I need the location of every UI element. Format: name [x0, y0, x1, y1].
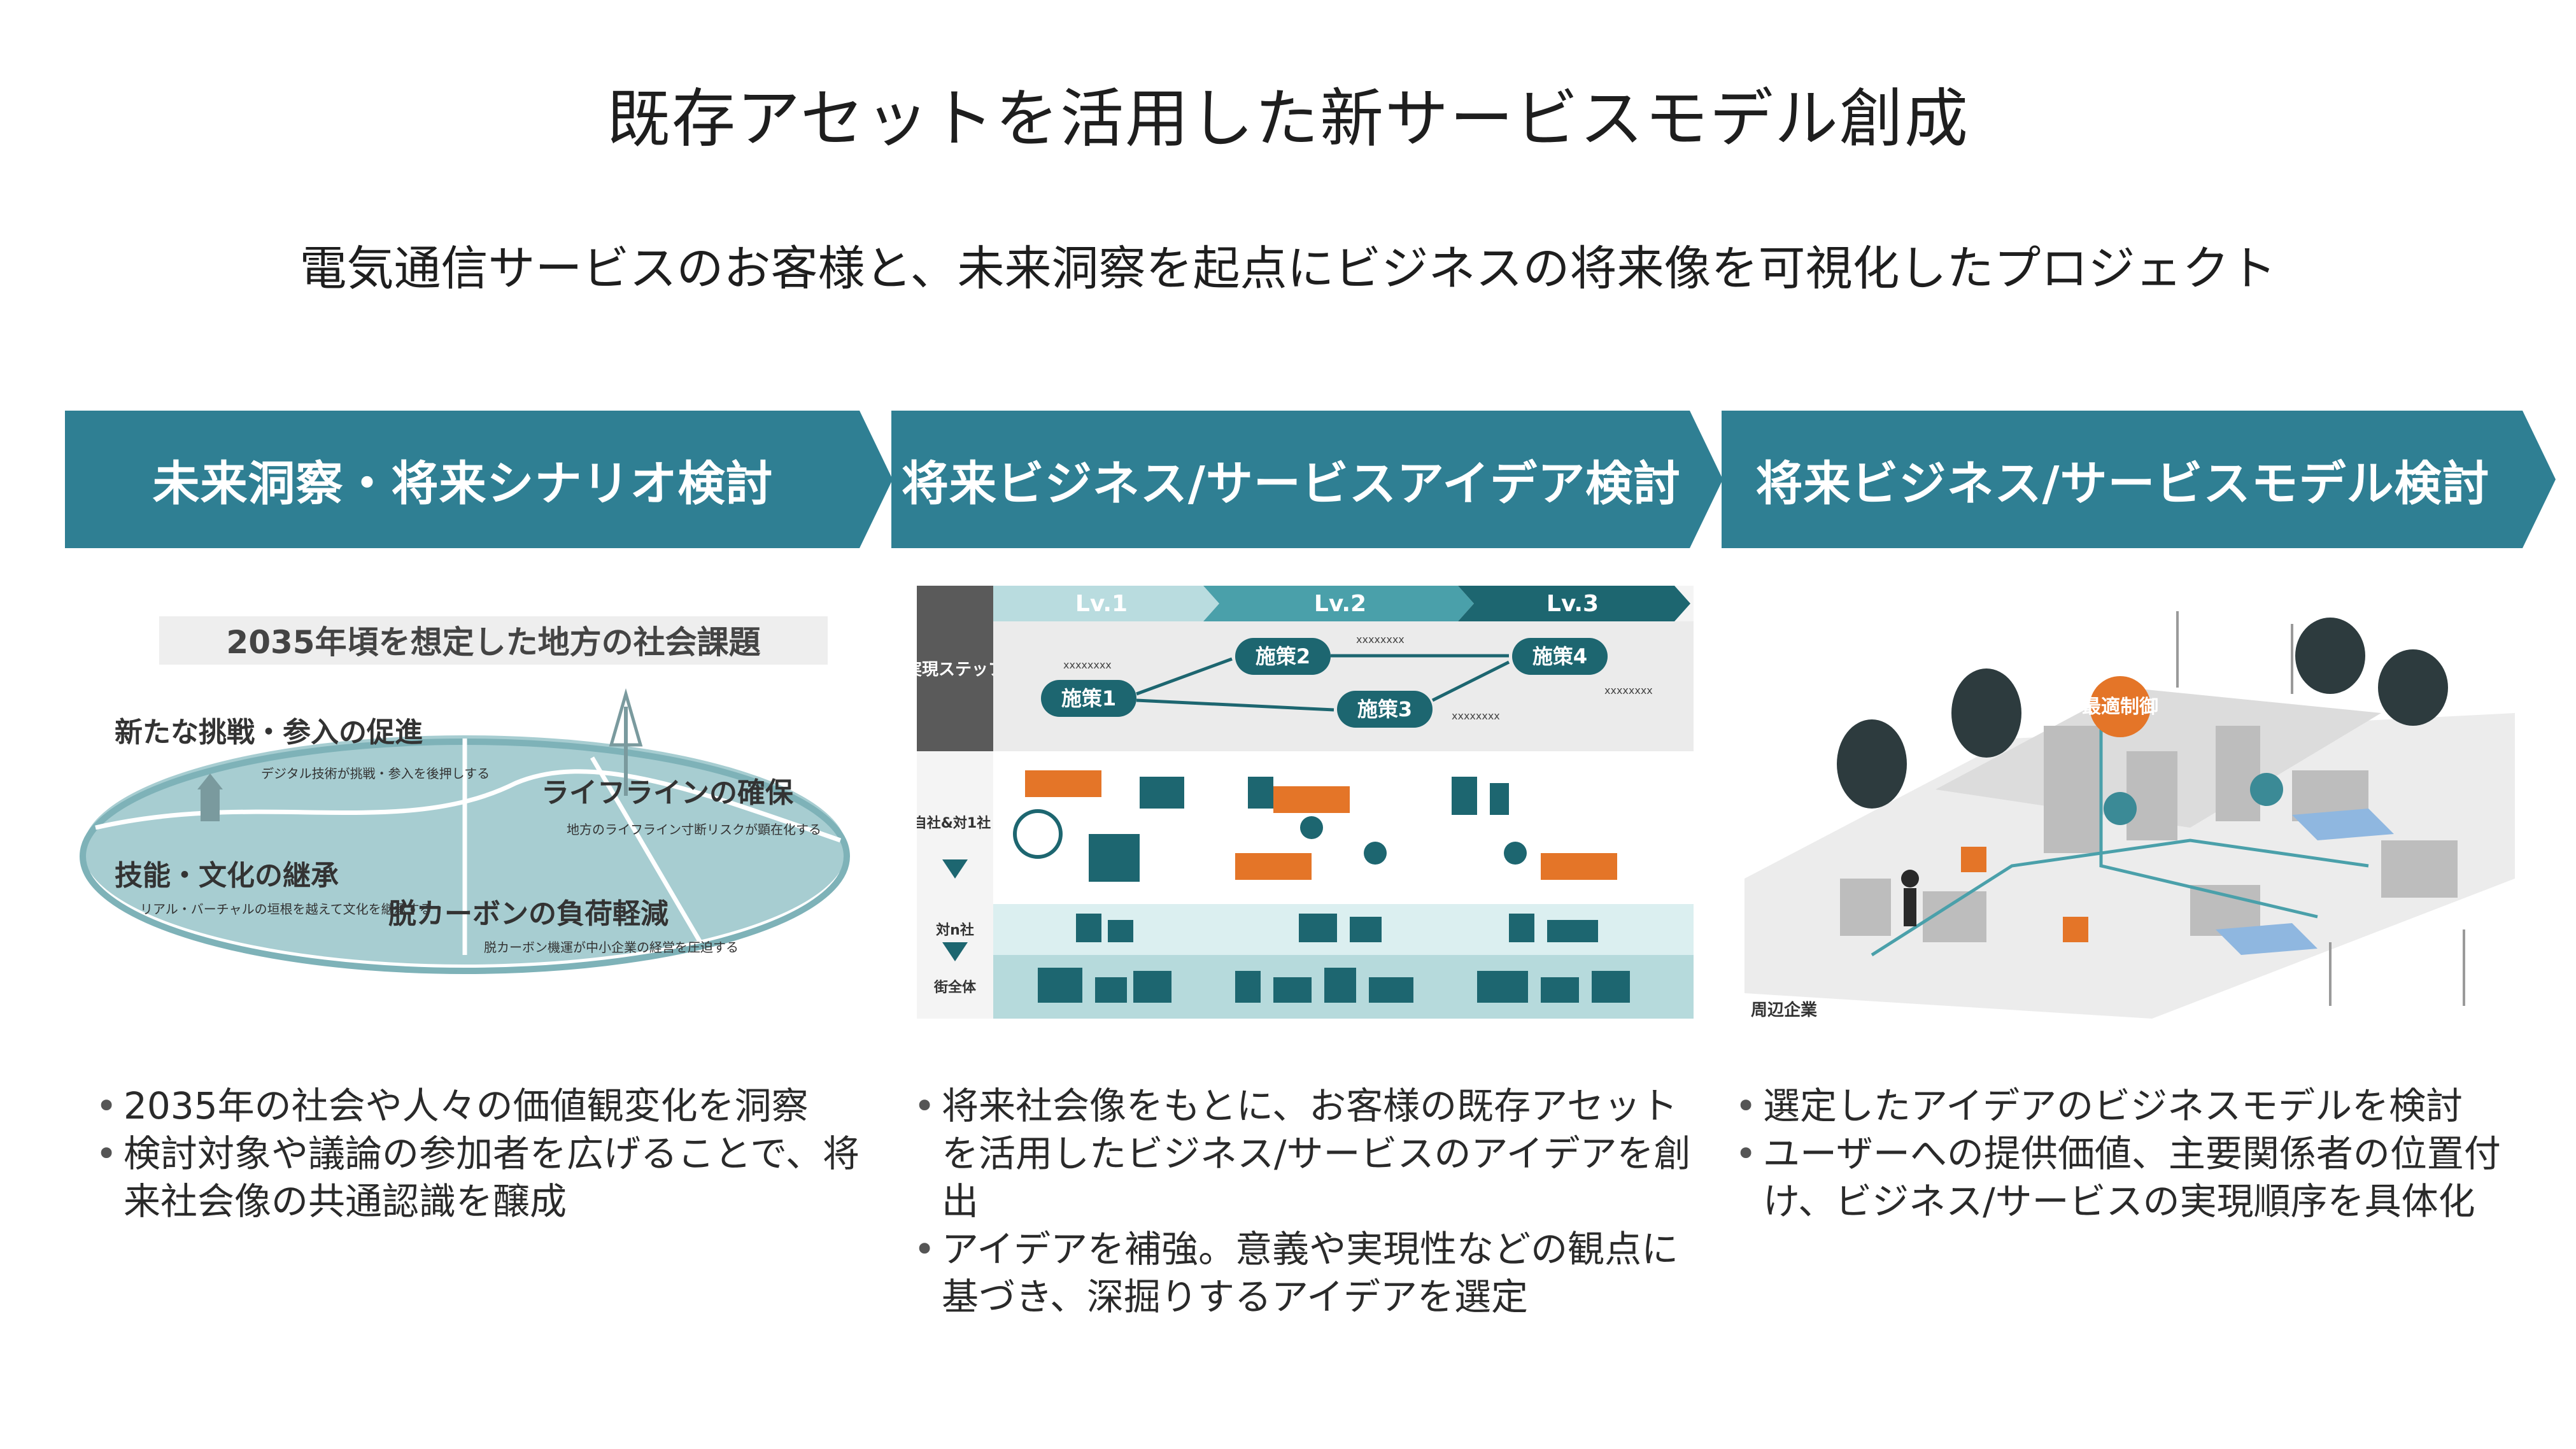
- placeholder-text: xxxxxxxx: [1063, 659, 1112, 671]
- measure-4: 施策4: [1532, 644, 1587, 668]
- building-icon: [1089, 777, 1527, 882]
- person-icon: [1904, 888, 1916, 926]
- arrow-down-icon: [942, 942, 968, 961]
- placeholder-text: xxxxxxxx: [1604, 684, 1653, 696]
- person-icon: [1901, 870, 1919, 887]
- row-label-self: 自社&対1社: [917, 815, 991, 831]
- phase-label: 未来洞察・将来シナリオ検討: [152, 456, 774, 511]
- alert-marker: [1961, 847, 1986, 872]
- wind-turbine-icon: [2176, 611, 2465, 1006]
- bullet-item: 将来社会像をもとに、お客様の既存アセットを活用したビジネス/サービスのアイデアを…: [914, 1082, 1703, 1226]
- phase-banner-2: 将来ビジネス/サービスアイデア検討: [891, 411, 1723, 548]
- level-1: Lv.1: [1075, 591, 1128, 617]
- measure-3: 施策3: [1357, 697, 1412, 721]
- hub-label: 最適制御: [2082, 696, 2158, 718]
- page-subtitle: 電気通信サービスのお客様と、未来洞察を起点にビジネスの将来像を可視化したプロジェ…: [299, 241, 2277, 296]
- topic-title-1: 新たな挑戦・参入の促進: [115, 716, 423, 749]
- alert-marker: [2063, 917, 2088, 942]
- measure-1: 施策1: [1061, 686, 1116, 710]
- topic-title-4: 脱カーボンの負荷軽減: [388, 898, 669, 930]
- topic-title-3: 技能・文化の継承: [115, 859, 339, 892]
- placeholder-text: xxxxxxxx: [1356, 633, 1405, 646]
- bullet-item: 検討対象や議論の参加者を広げることで、将来社会像の共通認識を醸成: [96, 1130, 879, 1226]
- topic-caption-2: 地方のライフライン寸断リスクが顕在化する: [567, 822, 821, 837]
- page-title: 既存アセットを活用した新サービスモデル創成: [607, 81, 1969, 156]
- row-label-city: 街全体: [933, 979, 977, 996]
- figure1-heading: 2035年頃を想定した地方の社会課題: [226, 624, 760, 661]
- map-pin-icon: [2104, 773, 2283, 825]
- solar-panel-icon: [2216, 809, 2394, 955]
- chevron-arrow-icon: [1722, 411, 2556, 548]
- search-icon: [1013, 809, 1063, 859]
- topic-caption-1: デジタル技術が挑戦・参入を後押しする: [261, 766, 490, 781]
- factory-icon: [1038, 914, 1630, 1003]
- social-issues-figure: 2035年頃を想定した地方の社会課題 新たな挑戦・参入の促進 デジタル技術が挑戦…: [80, 616, 850, 974]
- topic-caption-3: リアル・バーチャルの垣根を越えて文化を継承する: [140, 901, 432, 917]
- phase-3-bullets: 選定したアイデアのビジネスモデルを検討 ユーザーへの提供価値、主要関係者の位置付…: [1735, 1082, 2531, 1226]
- figure3-caption: 周辺企業: [1751, 1000, 1817, 1020]
- phase-1-bullets: 2035年の社会や人々の価値観変化を洞察 検討対象や議論の参加者を広げることで、…: [96, 1082, 879, 1226]
- phase-banner-1: 未来洞察・将来シナリオ検討: [65, 411, 893, 548]
- bullet-item: アイデアを補強。意義や実現性などの観点に基づき、深掘りするアイデアを選定: [914, 1226, 1703, 1321]
- bullet-item: 選定したアイデアのビジネスモデルを検討: [1735, 1082, 2531, 1130]
- pagoda-icon: [197, 774, 223, 821]
- topic-caption-4: 脱カーボン機運が中小企業の経営を圧迫する: [484, 940, 739, 955]
- chevron-arrow-icon: [891, 411, 1723, 548]
- level-2: Lv.2: [1314, 591, 1366, 617]
- phase-2-bullets: 将来社会像をもとに、お客様の既存アセットを活用したビジネス/サービスのアイデアを…: [914, 1082, 1703, 1321]
- row-label-step: 実現ステップ: [917, 660, 1005, 679]
- business-model-figure: 最適制御 周辺企業: [1744, 598, 2515, 1025]
- bullet-item: ユーザーへの提供価値、主要関係者の位置付け、ビジネス/サービスの実現順序を具体化: [1735, 1130, 2531, 1226]
- topic-title-2: ライフラインの確保: [541, 777, 794, 809]
- measure-2: 施策2: [1256, 644, 1310, 668]
- placeholder-text: xxxxxxxx: [1452, 710, 1500, 722]
- level-3: Lv.3: [1546, 591, 1599, 617]
- bullet-item: 2035年の社会や人々の価値観変化を洞察: [96, 1082, 879, 1130]
- phase-label: 将来ビジネス/サービスモデル検討: [1755, 456, 2490, 511]
- tower-icon: [609, 688, 643, 796]
- arrow-down-icon: [942, 859, 968, 879]
- chevron-arrow-icon: [65, 411, 893, 548]
- steps-matrix-figure: Lv.1 Lv.2 Lv.3 実現ステップ 施策1 施策2 施策3 施策4 xx…: [917, 586, 1694, 1019]
- optimal-control-hub: [2090, 676, 2151, 737]
- row-label-to-n: 対n社: [936, 922, 974, 938]
- speech-bubble-icon: [1837, 618, 2448, 809]
- phase-banner-3: 将来ビジネス/サービスモデル検討: [1722, 411, 2556, 548]
- phase-label: 将来ビジネス/サービスアイデア検討: [901, 456, 1681, 511]
